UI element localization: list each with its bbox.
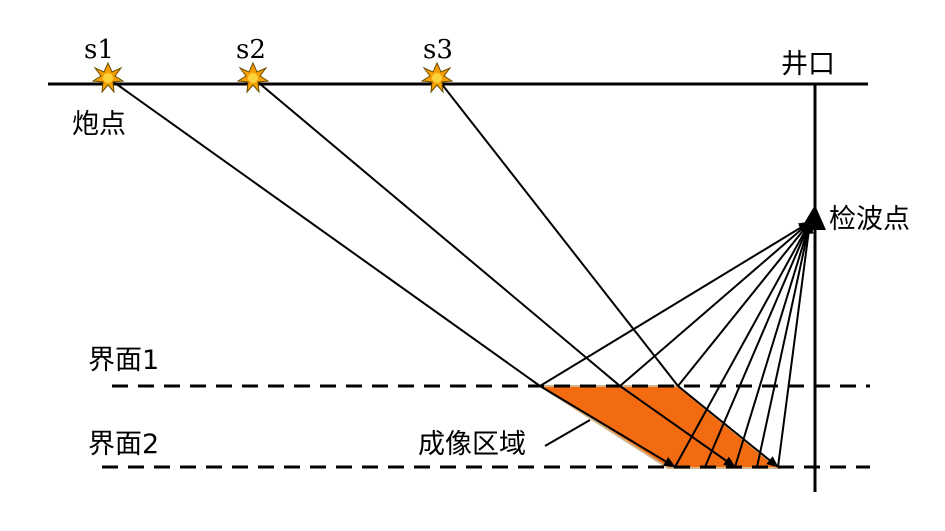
upray-4 xyxy=(674,221,811,468)
wellhead-label: 井口 xyxy=(781,49,835,80)
ray-s3-i2 xyxy=(677,385,779,468)
ray-s2-i2 xyxy=(619,385,736,468)
receiver-label: 检波点 xyxy=(829,204,910,235)
upray-5 xyxy=(704,221,811,468)
ray-s1-i1 xyxy=(107,77,541,387)
downgoing-rays-interface1 xyxy=(107,77,679,387)
upray-3 xyxy=(677,221,811,387)
upray-2 xyxy=(619,221,811,387)
shot-label-s3: s3 xyxy=(423,35,453,65)
upray-1 xyxy=(539,221,811,387)
imaging-area-leader xyxy=(544,419,591,447)
interface1-label: 界面1 xyxy=(88,345,159,376)
shot-label-s2: s2 xyxy=(236,35,266,65)
imaging-area-label: 成像区域 xyxy=(418,429,526,460)
ray-s3-i1 xyxy=(436,77,679,387)
upray-7 xyxy=(756,221,813,468)
interface2-label: 界面2 xyxy=(88,429,159,460)
upray-6 xyxy=(734,221,812,468)
shot-label-s1: s1 xyxy=(84,35,114,65)
upgoing-rays xyxy=(539,221,814,468)
explosion-star-icon xyxy=(420,61,454,94)
imaging-area-shape xyxy=(536,385,781,469)
shot-point-label: 炮点 xyxy=(72,109,126,140)
ray-s1-i2 xyxy=(539,385,676,468)
downgoing-rays-interface2 xyxy=(539,385,779,468)
ray-s2-i1 xyxy=(252,77,621,387)
explosion-star-icon xyxy=(236,61,270,94)
triangle-receiver-icon xyxy=(800,205,826,230)
upray-8 xyxy=(777,221,814,468)
explosion-star-icon xyxy=(91,61,125,94)
